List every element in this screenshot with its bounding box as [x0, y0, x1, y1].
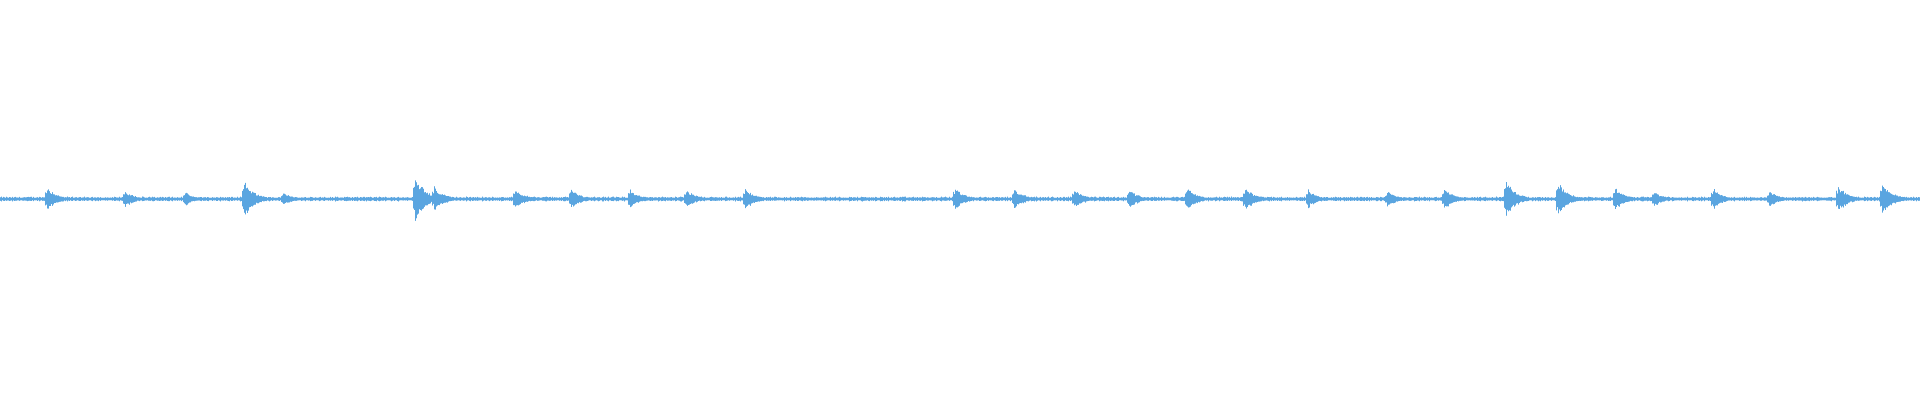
waveform-signal	[0, 180, 1920, 221]
